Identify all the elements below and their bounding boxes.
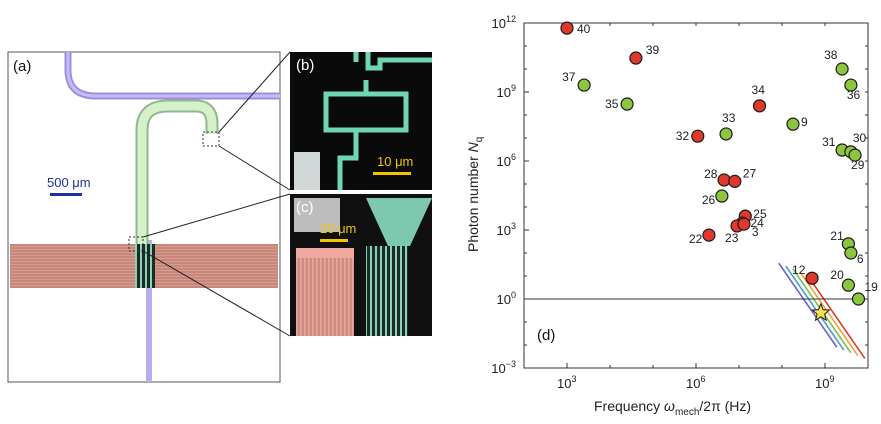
panel-c: (c) 20 μm <box>290 194 432 336</box>
point-label-32: 32 <box>676 129 690 143</box>
point-label-39: 39 <box>646 43 660 57</box>
point-label-22: 22 <box>689 232 703 246</box>
point-label-27: 27 <box>743 166 757 180</box>
data-point-29 <box>848 148 862 162</box>
data-point-34 <box>752 99 767 113</box>
point-label-3: 3 <box>752 225 759 239</box>
point-label-6: 6 <box>857 252 864 266</box>
zoom-box-b <box>202 131 220 147</box>
panel-c-label: (c) <box>296 199 314 216</box>
point-label-38: 38 <box>824 48 838 62</box>
panel-a-label: (a) <box>13 58 31 75</box>
diagonal-line <box>778 262 838 348</box>
y-tick-label: 106 <box>497 152 516 169</box>
point-label-26: 26 <box>702 193 716 207</box>
data-point-12 <box>805 271 819 285</box>
data-point-35 <box>620 97 634 111</box>
panel-b-label: (b) <box>296 57 314 74</box>
x-tick-label: 109 <box>815 374 834 391</box>
y-axis-title: Photon number Nq <box>465 137 485 252</box>
purple-waveguide-bottom <box>146 240 152 382</box>
point-label-20: 20 <box>830 268 844 282</box>
star-marker <box>811 302 831 322</box>
data-points <box>560 21 866 322</box>
y-axis: 1012 109 106 103 100 10−3 <box>491 14 868 376</box>
y-tick-label: 10−3 <box>491 359 516 376</box>
zoom-box-c <box>128 236 144 252</box>
x-axis-title: Frequency ωmech/2π (Hz) <box>594 398 751 418</box>
zoom-connectors <box>142 51 291 337</box>
scale-bar-a-label: 500 μm <box>47 175 91 190</box>
data-point-26 <box>715 189 729 203</box>
point-label-33: 33 <box>722 111 736 125</box>
point-label-31: 31 <box>822 135 836 149</box>
point-label-34: 34 <box>752 83 766 97</box>
point-label-40: 40 <box>577 22 591 36</box>
data-point-32 <box>691 129 705 143</box>
diagonal-lines-group <box>778 262 866 359</box>
scale-bar-b <box>373 172 411 175</box>
scale-bar-a <box>50 193 82 196</box>
data-point-9 <box>786 117 800 131</box>
data-point-36 <box>844 78 858 92</box>
scale-bar-c-label: 20 μm <box>320 221 356 236</box>
diagonal-line <box>799 271 859 357</box>
data-point-33 <box>719 127 733 141</box>
point-label-36: 36 <box>847 88 861 102</box>
panel-a: 500 μm (a) <box>7 51 281 383</box>
point-label-19: 19 <box>864 280 878 294</box>
y-tick-label: 103 <box>497 221 516 238</box>
y-tick-label: 100 <box>497 290 516 307</box>
y-tick-label: 1012 <box>492 14 516 31</box>
scale-bar-b-label: 10 μm <box>377 154 413 169</box>
data-point-38 <box>835 62 849 76</box>
data-point-37 <box>577 78 591 92</box>
point-label-21: 21 <box>830 229 844 243</box>
panel-d-label: (d) <box>537 327 555 344</box>
data-point-3 <box>737 217 751 231</box>
data-point-27 <box>728 174 742 188</box>
point-label-12: 12 <box>792 263 806 277</box>
x-tick-label: 106 <box>686 374 705 391</box>
point-label-23: 23 <box>725 231 739 245</box>
diagonal-line <box>806 273 866 359</box>
data-point-39 <box>629 51 643 65</box>
point-label-24: 24 <box>750 216 764 230</box>
point-label-37: 37 <box>562 70 576 84</box>
diagonal-line <box>785 265 845 351</box>
x-tick-label: 103 <box>557 374 576 391</box>
data-point-6 <box>844 246 858 260</box>
scale-bar-c <box>320 239 348 242</box>
data-point-19 <box>851 292 866 306</box>
data-point-28 <box>717 173 731 187</box>
data-point-22 <box>702 228 716 242</box>
point-label-25: 25 <box>753 207 767 221</box>
point-label-28: 28 <box>704 167 718 181</box>
y-tick-label: 109 <box>497 83 516 100</box>
x-axis: 103 106 109 <box>523 23 869 391</box>
point-label-9: 9 <box>801 115 808 129</box>
panel-b: (b) 10 μm <box>290 52 432 190</box>
point-label-30: 30 <box>853 131 867 145</box>
data-point-20 <box>841 278 855 292</box>
data-point-40 <box>560 21 574 35</box>
point-label-35: 35 <box>605 97 619 111</box>
point-label-29: 29 <box>851 158 865 172</box>
